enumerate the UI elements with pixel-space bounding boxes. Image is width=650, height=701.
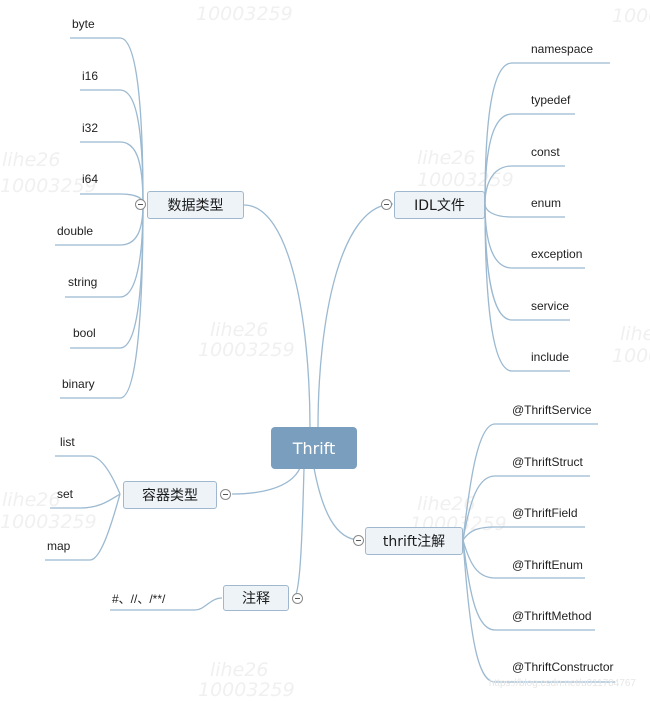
root-node[interactable]: Thrift [271,427,357,469]
link-byte [70,37,144,205]
leaf-service[interactable]: service [531,299,570,313]
leaf-thriftservice[interactable]: @ThriftService [512,403,592,417]
leaf-thriftmethod[interactable]: @ThriftMethod [512,609,592,623]
leaf-i16[interactable]: i16 [82,69,99,83]
collapse-toggle-icon[interactable] [353,535,364,546]
leaf-binary[interactable]: binary [62,377,95,391]
link-namespace [484,62,610,205]
link-thriftmethod [462,539,595,631]
link-i16 [80,89,144,205]
link-list [55,455,121,495]
link-binary [60,203,144,399]
leaf-thriftfield[interactable]: @ThriftField [512,506,578,520]
leaf-list[interactable]: list [60,435,75,449]
leaf-double[interactable]: double [57,224,94,238]
link-thriftenum [462,539,585,579]
link-root-containers [231,467,301,495]
link-root-annotations [313,467,361,541]
link-const [484,165,565,205]
collapse-toggle-icon[interactable] [381,199,392,210]
leaf-enum[interactable]: enum [531,196,562,210]
link-i32 [80,141,144,205]
collapse-toggle-icon[interactable] [220,489,231,500]
link-thriftfield [462,526,585,541]
branch-comments[interactable]: 注释 [223,585,289,611]
leaf-thriftstruct[interactable]: @ThriftStruct [512,455,583,469]
leaf-i64[interactable]: i64 [82,172,99,186]
leaf-i32[interactable]: i32 [82,121,99,135]
leaf-thriftconstructor[interactable]: @ThriftConstructor [512,660,614,674]
leaf-include[interactable]: include [531,350,570,364]
link-thriftservice [462,423,598,541]
leaf-typedef[interactable]: typedef [531,93,571,107]
leaf-comment-syntax[interactable]: #、//、/**/ [112,592,166,606]
branch-datatypes[interactable]: 数据类型 [147,191,244,219]
link-comment-syntax [110,597,223,611]
leaf-map[interactable]: map [47,539,71,553]
leaf-thriftenum[interactable]: @ThriftEnum [512,558,583,572]
link-root-idl [317,203,394,429]
link-map [45,493,121,561]
branch-containers[interactable]: 容器类型 [123,481,217,509]
collapse-toggle-icon[interactable] [292,593,303,604]
link-thriftstruct [462,475,590,541]
link-root-comments [292,467,305,599]
branch-idl-file[interactable]: IDL文件 [394,191,485,219]
branch-annotations[interactable]: thrift注解 [365,527,463,555]
source-credit: https://blog.csdn.net/u011784767 [488,678,636,689]
link-typedef [484,113,575,205]
leaf-exception[interactable]: exception [531,247,583,261]
link-i64 [80,193,144,205]
leaf-set[interactable]: set [57,487,74,501]
leaf-const[interactable]: const [531,145,560,159]
collapse-toggle-icon[interactable] [135,199,146,210]
leaf-namespace[interactable]: namespace [531,42,594,56]
leaf-string[interactable]: string [68,275,98,289]
leaf-byte[interactable]: byte [72,17,95,31]
link-set [50,493,121,509]
link-thriftconstructor [462,539,615,683]
leaf-bool[interactable]: bool [73,326,96,340]
link-root-datatypes [243,204,311,429]
link-include [484,203,570,372]
